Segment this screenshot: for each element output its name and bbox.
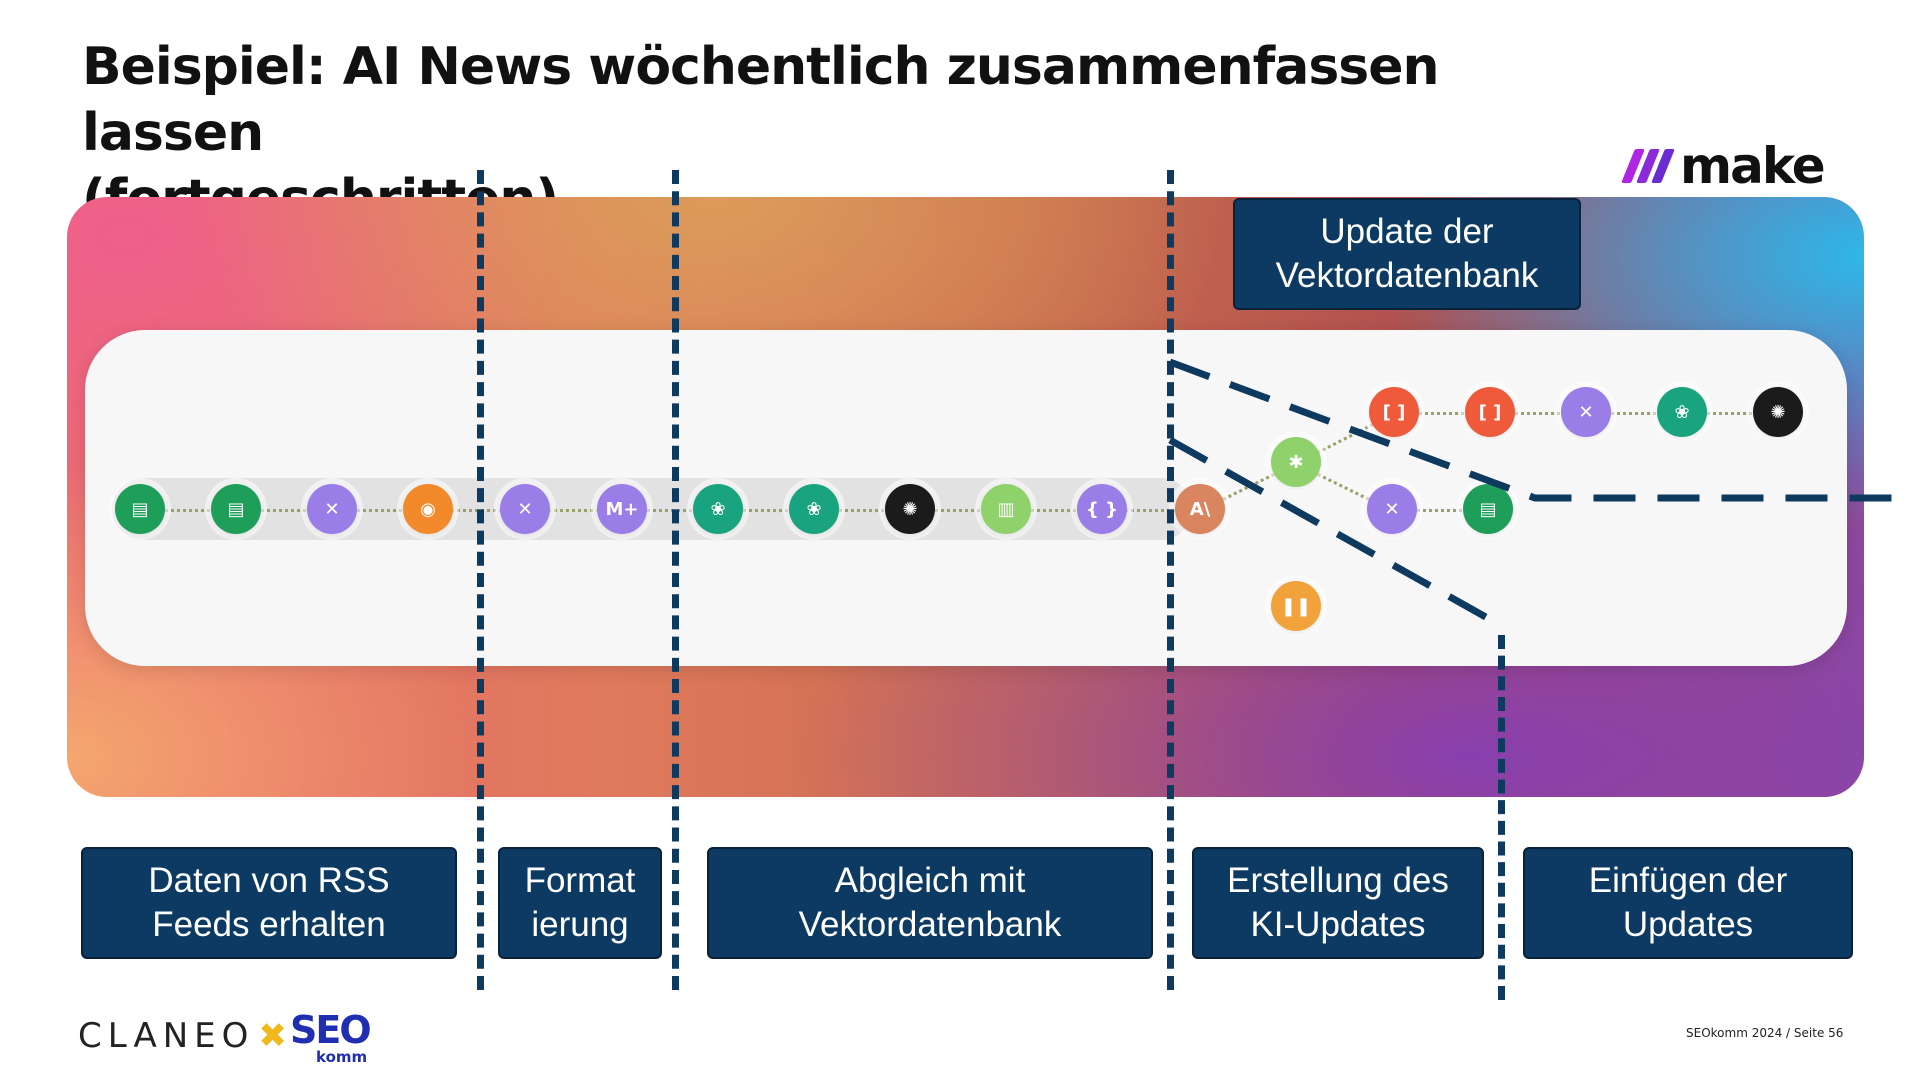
claneo-logo: CLANEO ✖: [78, 1016, 297, 1056]
module-connector: [718, 509, 814, 512]
openai-icon[interactable]: ❀: [693, 484, 743, 534]
upper-branch-divider: [1168, 358, 1910, 502]
module-connector: [1394, 412, 1490, 415]
stage-box-text: Feeds erhalten: [152, 905, 386, 944]
stage-divider: [672, 170, 679, 990]
module-connector: [1490, 412, 1586, 415]
page-footer: SEOkomm 2024 / Seite 56: [1686, 1026, 1844, 1040]
stage-box-text: Abgleich mit: [834, 861, 1026, 900]
make-logo-word: make: [1680, 137, 1826, 195]
stage-box-text: Update der: [1320, 212, 1494, 251]
anthropic-icon[interactable]: A\: [1175, 484, 1225, 534]
tools-icon[interactable]: ✕: [1367, 484, 1417, 534]
stage-box-1: Daten von RSS Feeds erhalten: [81, 847, 457, 959]
seokomm-logo: SEO komm: [290, 1008, 372, 1066]
openai-icon[interactable]: ❀: [789, 484, 839, 534]
module-connector: [1392, 509, 1488, 512]
json-icon[interactable]: { }: [1077, 484, 1127, 534]
router-icon[interactable]: ✱: [1271, 437, 1321, 487]
break-icon[interactable]: ❚❚: [1271, 581, 1321, 631]
module-connector: [814, 509, 910, 512]
stage-box-top: Update der Vektordatenbank: [1233, 198, 1581, 310]
module-connector: [1006, 509, 1102, 512]
module-connector: [236, 509, 332, 512]
module-connector: [140, 509, 236, 512]
stage-divider: [477, 170, 484, 990]
stage-box-text: ierung: [531, 905, 629, 944]
stage-divider: [1498, 635, 1505, 1000]
json-icon[interactable]: [ ]: [1465, 387, 1515, 437]
cross-icon: ✖: [258, 1016, 287, 1056]
stage-box-4: Erstellung des KI-Updates: [1192, 847, 1484, 959]
stage-box-text: Vektordatenbank: [798, 905, 1062, 944]
json-icon[interactable]: [ ]: [1369, 387, 1419, 437]
lower-branch-divider: [1168, 436, 1502, 629]
tools-icon[interactable]: ✕: [500, 484, 550, 534]
stage-divider: [1167, 170, 1174, 990]
google-sheets-icon[interactable]: ▤: [1463, 484, 1513, 534]
tools-icon[interactable]: ✕: [307, 484, 357, 534]
stage-box-3: Abgleich mit Vektordatenbank: [707, 847, 1153, 959]
seokomm-komm: komm: [316, 1048, 368, 1066]
module-connector: [910, 509, 1006, 512]
google-sheets-icon[interactable]: ▤: [211, 484, 261, 534]
openai-icon[interactable]: ❀: [1657, 387, 1707, 437]
pinecone-icon[interactable]: ✺: [885, 484, 935, 534]
pinecone-icon[interactable]: ✺: [1753, 387, 1803, 437]
module-connector: [525, 509, 622, 512]
title-line-1: Beispiel: AI News wöchentlich zusammenfa…: [82, 37, 1440, 163]
stage-box-text: Updates: [1622, 905, 1754, 944]
module-connector: [1102, 509, 1200, 512]
stage-box-text: Daten von RSS: [148, 861, 390, 900]
claneo-word: CLANEO: [78, 1016, 255, 1056]
rss-icon[interactable]: ◉: [403, 484, 453, 534]
make-logo: make: [1621, 137, 1826, 195]
module-connector: [622, 509, 718, 512]
tools-icon[interactable]: ✕: [1561, 387, 1611, 437]
stage-box-5: Einfügen der Updates: [1523, 847, 1853, 959]
module-connector: [1682, 412, 1778, 415]
module-connector: [428, 509, 525, 512]
module-connector: [1586, 412, 1682, 415]
seokomm-seo: SEO: [290, 1008, 372, 1052]
module-connector: [332, 509, 428, 512]
stage-box-text: Format: [524, 861, 636, 900]
stage-box-text: KI-Updates: [1250, 905, 1426, 944]
markdown-icon[interactable]: M+: [597, 484, 647, 534]
stage-box-text: Einfügen der: [1588, 861, 1788, 900]
array-aggregator-icon[interactable]: ▥: [981, 484, 1031, 534]
stage-box-text: Erstellung des: [1227, 861, 1449, 900]
stage-box-text: Vektordatenbank: [1275, 256, 1539, 295]
stage-box-2: Format ierung: [498, 847, 662, 959]
google-sheets-icon[interactable]: ▤: [115, 484, 165, 534]
